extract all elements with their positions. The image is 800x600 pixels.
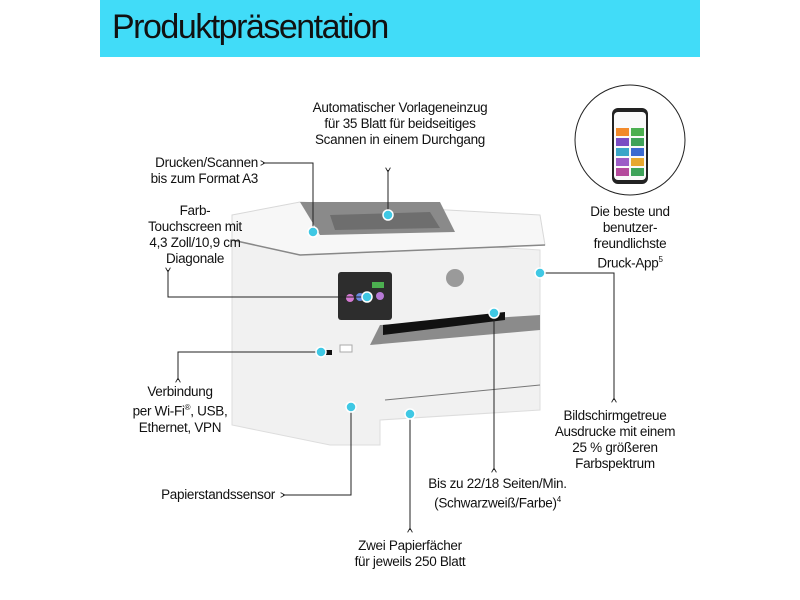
text-line: Ausdrucke mit einem <box>554 424 676 439</box>
feature-adf: Automatischer Vorlageneinzug für 35 Blat… <box>270 100 530 148</box>
text-line: für jeweils 250 Blatt <box>354 554 466 569</box>
text-line: bis zum Format A3 <box>150 171 259 186</box>
text-line: 4,3 Zoll/10,9 cm <box>149 235 241 250</box>
text: per Wi-Fi <box>132 403 185 419</box>
feature-color: Bildschirmgetreue Ausdrucke mit einem 25… <box>535 408 695 472</box>
feature-connectivity: Verbindung per Wi-Fi®, USB, Ethernet, VP… <box>115 384 245 436</box>
text-line: Automatischer Vorlageneinzug <box>312 100 488 115</box>
text-line: (Schwarzweiß/Farbe)4 <box>415 492 580 512</box>
text-line: Verbindung <box>147 384 213 399</box>
text-line: freundlichste <box>593 236 667 251</box>
callout-dots <box>307 209 546 420</box>
page-title: Produktpräsentation <box>112 8 389 46</box>
text-line: Drucken/Scannen <box>155 155 258 170</box>
feature-touchscreen: Farb- Touchscreen mit 4,3 Zoll/10,9 cm D… <box>130 203 260 267</box>
footnote: 4 <box>556 495 561 504</box>
feature-speed: Bis zu 22/18 Seiten/Min. (Schwarzweiß/Fa… <box>415 476 580 512</box>
text-line: Farbspektrum <box>575 456 655 471</box>
text-line: Bis zu 22/18 Seiten/Min. <box>428 476 567 491</box>
footnote: 5 <box>658 255 663 264</box>
trademark: ® <box>184 403 191 412</box>
text-line: Bildschirmgetreue <box>563 408 667 423</box>
feature-trays: Zwei Papierfächer für jeweils 250 Blatt <box>335 538 485 570</box>
feature-paper-sensor: Papierstandssensor <box>161 487 275 502</box>
text-line: Scannen in einem Durchgang <box>314 132 486 147</box>
text: (Schwarzweiß/Farbe) <box>434 495 557 511</box>
printer-image <box>231 201 546 446</box>
feature-app: Die beste und benutzer- freundlichste Dr… <box>565 204 695 272</box>
text-line: Ethernet, VPN <box>138 419 222 435</box>
text-line: 25 % größeren <box>572 440 658 455</box>
text: , USB, <box>190 403 228 419</box>
text-line: Diagonale <box>165 251 225 266</box>
header-banner: Produktpräsentation <box>100 0 700 57</box>
leader-lines <box>165 160 617 533</box>
text-line: Die beste und <box>590 204 670 219</box>
text-line: Druck-App5 <box>565 252 695 272</box>
app-phone-circle <box>574 84 686 196</box>
text: Druck-App <box>597 255 659 271</box>
text-line: benutzer- <box>602 220 658 235</box>
text-line: per Wi-Fi®, USB, <box>115 400 245 420</box>
text-line: Zwei Papierfächer <box>358 538 462 553</box>
feature-print-scan: Drucken/Scannen bis zum Format A3 <box>120 155 259 187</box>
text-line: Farb- <box>179 203 211 218</box>
text-line: für 35 Blatt für beidseitiges <box>324 116 476 131</box>
text-line: Touchscreen mit <box>148 219 242 234</box>
